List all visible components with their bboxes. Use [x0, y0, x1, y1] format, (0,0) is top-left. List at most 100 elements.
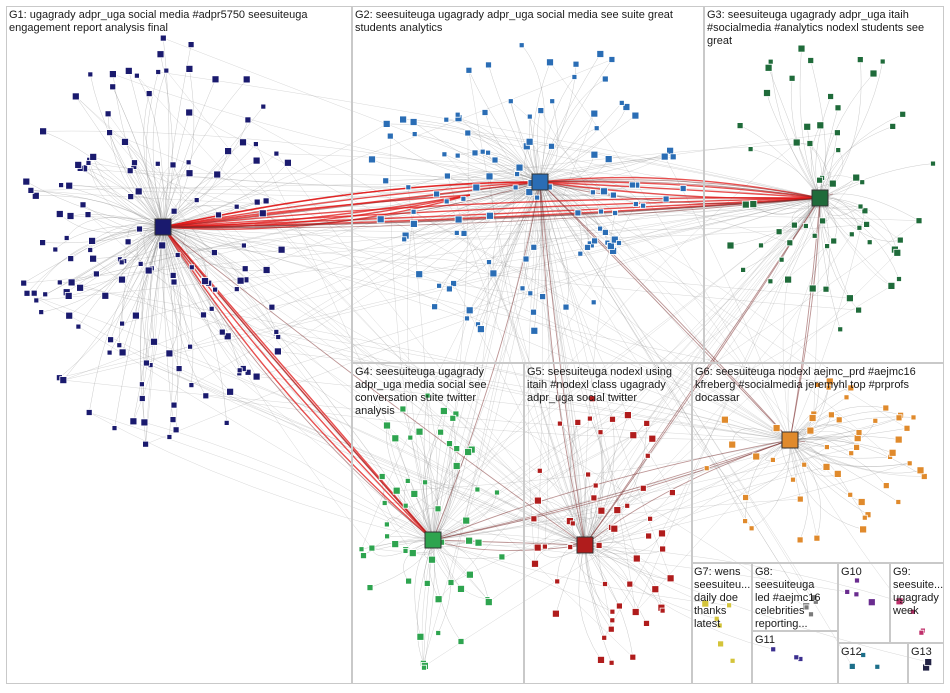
node-avatar[interactable]	[453, 445, 461, 453]
node-avatar[interactable]	[659, 607, 666, 614]
node-avatar[interactable]	[124, 67, 133, 75]
node-avatar[interactable]	[591, 237, 598, 245]
node-avatar[interactable]	[608, 659, 615, 666]
node-avatar[interactable]	[202, 392, 210, 400]
node-avatar[interactable]	[277, 245, 286, 254]
node-avatar[interactable]	[651, 585, 660, 594]
node-avatar[interactable]	[188, 264, 195, 271]
node-avatar[interactable]	[895, 597, 904, 606]
node-avatar[interactable]	[796, 495, 804, 503]
node-avatar[interactable]	[806, 426, 815, 435]
node-avatar[interactable]	[791, 221, 798, 229]
node-avatar[interactable]	[366, 584, 374, 591]
node-avatar[interactable]	[770, 646, 777, 653]
node-avatar[interactable]	[830, 237, 838, 245]
node-avatar[interactable]	[703, 465, 710, 472]
node-avatar[interactable]	[402, 548, 409, 554]
node-avatar[interactable]	[262, 197, 270, 205]
node-avatar[interactable]	[861, 514, 868, 521]
node-avatar[interactable]	[764, 63, 773, 72]
node-avatar[interactable]	[213, 170, 222, 179]
node-avatar[interactable]	[574, 209, 582, 217]
node-avatar[interactable]	[399, 405, 407, 413]
node-avatar[interactable]	[136, 225, 143, 233]
node-avatar[interactable]	[861, 207, 869, 215]
node-avatar[interactable]	[807, 57, 815, 64]
node-avatar[interactable]	[88, 236, 96, 245]
node-avatar[interactable]	[574, 418, 582, 426]
node-avatar[interactable]	[658, 529, 666, 538]
node-avatar[interactable]	[554, 578, 561, 585]
node-avatar[interactable]	[144, 266, 153, 275]
node-avatar[interactable]	[410, 489, 419, 498]
node-avatar[interactable]	[869, 69, 878, 78]
node-avatar[interactable]	[910, 608, 916, 615]
node-avatar[interactable]	[142, 359, 150, 367]
node-avatar[interactable]	[422, 479, 429, 486]
node-avatar[interactable]	[439, 407, 448, 415]
node-avatar[interactable]	[600, 187, 608, 196]
node-avatar[interactable]	[31, 191, 40, 200]
node-avatar[interactable]	[797, 44, 806, 53]
node-avatar[interactable]	[903, 424, 911, 432]
node-avatar[interactable]	[56, 279, 63, 286]
node-avatar[interactable]	[822, 285, 830, 293]
node-avatar[interactable]	[824, 444, 830, 451]
node-avatar[interactable]	[158, 241, 167, 250]
node-avatar[interactable]	[742, 518, 748, 524]
node-avatar[interactable]	[607, 625, 615, 633]
node-avatar[interactable]	[201, 277, 209, 286]
node-avatar[interactable]	[588, 395, 596, 403]
node-avatar[interactable]	[855, 429, 863, 437]
node-avatar[interactable]	[828, 179, 837, 188]
node-avatar[interactable]	[896, 236, 904, 244]
node-avatar[interactable]	[784, 275, 792, 284]
node-avatar[interactable]	[399, 115, 408, 124]
node-avatar[interactable]	[816, 121, 825, 130]
node-avatar[interactable]	[548, 142, 555, 150]
node-avatar[interactable]	[409, 118, 418, 126]
node-avatar[interactable]	[434, 505, 442, 513]
node-avatar[interactable]	[640, 202, 646, 209]
node-avatar[interactable]	[562, 303, 570, 311]
node-avatar[interactable]	[485, 61, 492, 69]
node-avatar[interactable]	[126, 167, 134, 175]
node-avatar[interactable]	[910, 414, 917, 421]
node-avatar[interactable]	[572, 60, 580, 68]
node-avatar[interactable]	[856, 224, 863, 231]
node-avatar[interactable]	[129, 417, 138, 426]
node-avatar[interactable]	[22, 177, 31, 186]
node-avatar[interactable]	[65, 311, 74, 320]
node-avatar[interactable]	[792, 138, 801, 147]
node-avatar[interactable]	[679, 185, 687, 192]
node-avatar[interactable]	[188, 382, 195, 389]
node-avatar[interactable]	[169, 416, 177, 424]
node-avatar[interactable]	[443, 116, 450, 123]
node-avatar[interactable]	[358, 546, 365, 553]
node-avatar[interactable]	[895, 499, 902, 505]
node-avatar[interactable]	[150, 337, 158, 346]
node-avatar[interactable]	[106, 129, 113, 137]
node-avatar[interactable]	[835, 147, 842, 154]
node-avatar[interactable]	[462, 516, 471, 525]
node-avatar[interactable]	[445, 285, 453, 293]
node-avatar[interactable]	[612, 210, 618, 216]
node-avatar[interactable]	[889, 123, 897, 130]
node-avatar[interactable]	[772, 424, 781, 433]
node-avatar[interactable]	[405, 184, 412, 191]
node-avatar[interactable]	[118, 275, 126, 284]
node-avatar[interactable]	[185, 65, 194, 73]
node-avatar[interactable]	[855, 306, 862, 314]
node-avatar[interactable]	[848, 231, 855, 238]
node-avatar[interactable]	[590, 150, 599, 159]
node-avatar[interactable]	[55, 210, 64, 218]
node-avatar[interactable]	[200, 311, 207, 319]
node-avatar[interactable]	[59, 376, 68, 385]
node-avatar[interactable]	[729, 657, 736, 664]
node-avatar[interactable]	[434, 595, 443, 604]
node-avatar[interactable]	[119, 320, 125, 327]
hub-node-avatar[interactable]	[811, 189, 829, 207]
node-avatar[interactable]	[381, 500, 388, 506]
node-avatar[interactable]	[244, 116, 252, 124]
node-avatar[interactable]	[383, 421, 391, 430]
